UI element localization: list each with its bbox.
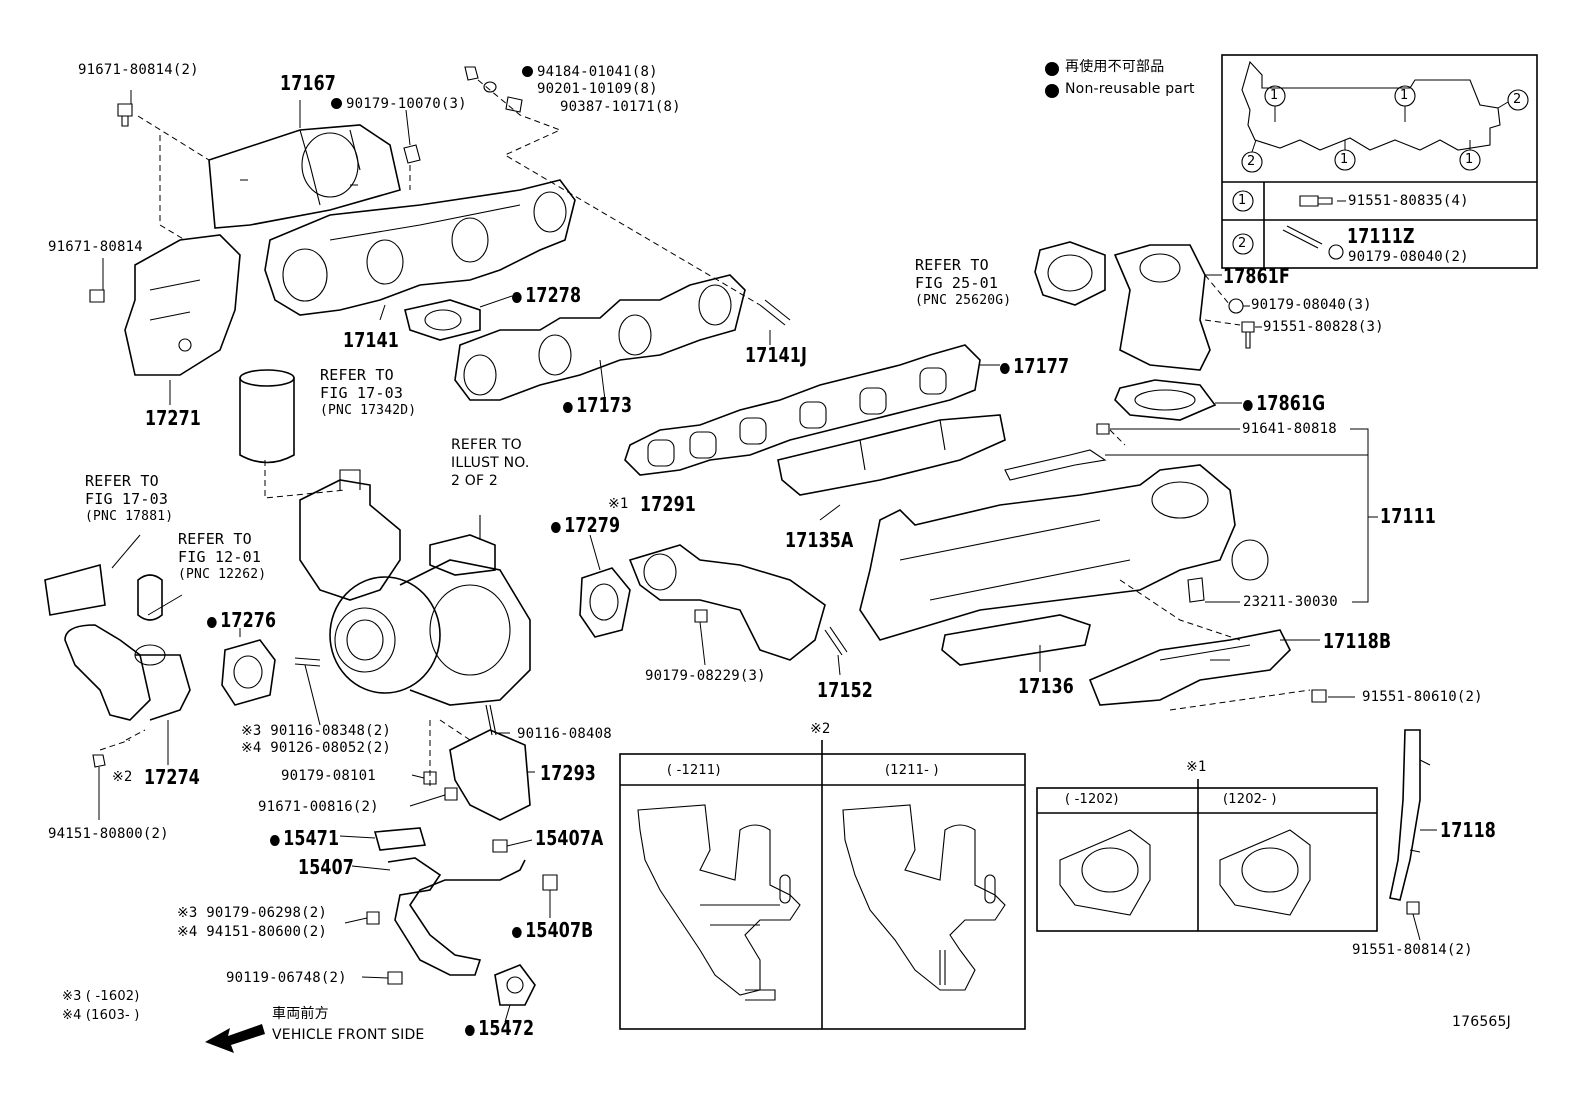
inset-callout-1: 1 [1340,152,1349,167]
mark-1: ※1 [608,496,629,512]
part-label: 90116-08408 [517,726,612,742]
exhaust-manifold-17141 [264,179,576,316]
part-label: 90201-10109(8) [537,81,658,97]
front-arrow-icon [205,1024,265,1053]
variant-box-2 [619,740,1026,1030]
part-label: 15407B [525,918,594,942]
part-label: 17861G [1256,391,1326,415]
part-label: 91641-80818 [1242,421,1337,437]
part-label: 91671-80814(2) [78,62,199,78]
part-label: 90179-08040(3) [1251,297,1372,313]
part-label: 94151-80600(2) [206,924,328,940]
part-label: 17278 [525,283,582,307]
part-label: 90126-08052(2) [270,740,392,756]
part-label: 17136 [1018,674,1074,698]
part-label: 17135A [785,528,854,552]
elbow-17274 [64,624,191,721]
elbow-17861F [1113,244,1211,371]
part-label: 15472 [478,1016,535,1040]
inset-callout-1: 1 [1270,88,1279,103]
part-label: 17276 [220,608,277,632]
gasket-17173 [454,274,746,401]
part-label: 91671-80814 [48,239,143,255]
inset-callout-2: 2 [1247,154,1256,169]
part-label: 17293 [540,761,596,785]
part-label: 17167 [280,71,336,95]
part-label: 90119-06748(2) [226,970,347,986]
part-label: 90179-10070(3) [346,96,467,112]
part-label: 17861F [1223,264,1290,288]
inset-table [1221,54,1538,269]
part-label: 17271 [145,406,201,430]
inset-row2-part-b: 90179-08040(2) [1348,249,1469,265]
gasket-17177 [624,344,981,476]
part-label: 91551-80814(2) [1352,942,1473,958]
part-label: 15407A [535,826,604,850]
turbocharger [299,469,531,706]
inset-row2-part-a: 17111Z [1347,224,1415,248]
part-label: 15471 [283,826,340,850]
inset-callout-1: 1 [1400,88,1409,103]
intake-manifold-17111 [859,464,1269,641]
inset-callout-2: 2 [1238,236,1247,251]
part-label: 15407 [298,855,354,879]
part-label: 90387-10171(8) [560,99,681,115]
part-label: 17291 [640,492,696,516]
part-label: 90179-08229(3) [645,668,766,684]
inset-callout-1: 1 [1238,193,1247,208]
variant-box-1 [1036,779,1378,932]
legend-en: Non-reusable part [1065,81,1195,97]
part-label: 17152 [817,678,873,702]
variant-label: ( -1202) [1065,792,1119,807]
part-label: 17141J [745,343,808,367]
part-label: 94151-80800(2) [48,826,169,842]
variant-label: (1202- ) [1223,792,1277,807]
part-label: 91551-80828(3) [1263,319,1384,335]
heat-insulator-17167 [208,124,401,229]
part-label: 17177 [1013,354,1070,378]
inset-callout-1: 1 [1465,152,1474,167]
part-label: 17118B [1323,629,1392,653]
front-label-jp: 車両前方 [272,1006,329,1022]
footnote-3: ※3 ( -1602) [62,989,140,1004]
mark-4: ※4 [177,924,198,940]
part-label: 91671-00816(2) [258,799,379,815]
footnote-4: ※4 (1603- ) [62,1008,140,1023]
legend-jp: 再使用不可部品 [1065,59,1165,75]
part-label: 94184-01041(8) [537,64,658,80]
mark-3: ※3 [241,723,262,739]
mark-2: ※2 [112,769,133,785]
part-label: 90179-06298(2) [206,905,328,921]
variant-label: (1211- ) [885,763,939,778]
mark-2: ※2 [810,721,831,737]
exhaust-pipe-17291 [628,544,826,661]
front-label-en: VEHICLE FRONT SIDE [272,1027,425,1043]
mark-1: ※1 [1186,759,1207,775]
part-label: 17173 [576,393,633,417]
part-label: 90116-08348(2) [270,723,392,739]
part-label: 17118 [1440,818,1496,842]
part-label: 17274 [144,765,200,789]
part-label: 17279 [564,513,621,537]
part-label: 91551-80610(2) [1362,689,1483,705]
part-label: 17141 [343,328,399,352]
mark-3: ※3 [177,905,198,921]
mark-4: ※4 [241,740,262,756]
part-label: 17111 [1380,504,1436,528]
figure-id: 176565J [1452,1014,1511,1030]
part-label: 23211-30030 [1243,594,1338,610]
inset-callout-2: 2 [1513,92,1522,107]
variant-label: ( -1211) [667,763,721,778]
inset-row1-part: 91551-80835(4) [1348,193,1469,209]
part-label: 90179-08101 [281,768,376,784]
